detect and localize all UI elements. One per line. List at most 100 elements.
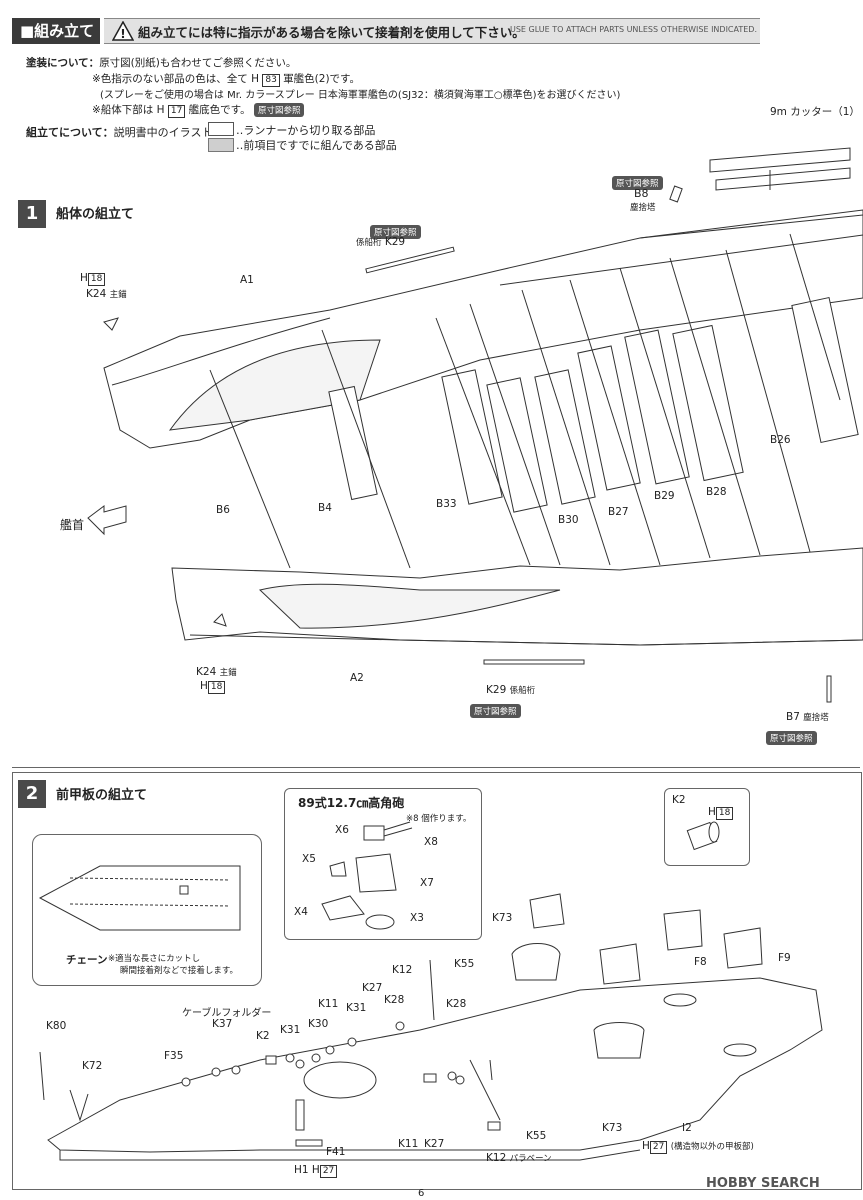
step1-frame	[12, 193, 860, 768]
painting-label: 塗装について：	[26, 57, 100, 69]
painting-line2-pre: ※色指示のない部品の色は、全て H	[92, 73, 260, 85]
label-k55a: K55	[454, 958, 475, 970]
label-b29: B29	[654, 490, 675, 502]
painting-line4-post: 艦底色です。	[188, 104, 251, 116]
label-f8: F8	[694, 956, 707, 968]
section-title: ■組み立て	[12, 18, 100, 44]
painting-line2-post: 軍艦色(2)です。	[283, 73, 360, 85]
label-b26: B26	[770, 434, 791, 446]
gun-title: 89式12.7㎝高角砲	[298, 796, 405, 810]
color-code-17: 17	[167, 105, 186, 118]
painting-line1: 塗装について：原寸図(別紙)も合わせてご参照ください。	[26, 55, 296, 70]
step2-number: 2	[18, 780, 46, 808]
watermark-logo: HOBBY SEARCH	[706, 1176, 820, 1191]
label-f41: F41	[326, 1146, 346, 1158]
chain-note2: 瞬間接着剤などで接着します。	[120, 966, 238, 976]
warning-banner	[104, 18, 760, 44]
label-k31b: K31	[280, 1024, 301, 1036]
label-k73a: K73	[492, 912, 513, 924]
label-k55b: K55	[526, 1130, 547, 1142]
label-k28b: K28	[446, 998, 467, 1010]
label-k30: K30	[308, 1018, 329, 1030]
legend-item2: ‥前項目ですでに組んである部品	[236, 139, 397, 152]
assembly-legend: 組立てについて：説明書中のイラスト	[26, 124, 212, 140]
painting-text1: 原寸図(別紙)も合わせてご参照ください。	[99, 57, 297, 69]
gun-note: ※8 個作ります。	[406, 814, 472, 824]
label-b28: B28	[706, 486, 727, 498]
label-f35: F35	[164, 1050, 184, 1062]
label-k29: 係船桁 K29	[356, 236, 406, 248]
svg-text:!: !	[120, 27, 125, 41]
step1-number: 1	[18, 200, 46, 228]
page-number: 6	[418, 1188, 425, 1199]
label-k37: K37	[212, 1018, 233, 1030]
label-x8: X8	[424, 836, 438, 848]
label-k24a: K24 主錨	[86, 288, 127, 300]
step1-title: 船体の組立て	[56, 207, 135, 222]
label-k27a: K27	[362, 982, 383, 994]
assembly-legend-label: 組立てについて：	[26, 126, 114, 139]
label-bow: 艦首	[60, 518, 85, 532]
label-f9: F9	[778, 952, 791, 964]
label-b27: B27	[608, 506, 629, 518]
painting-line4-pre: ※船体下部は H	[92, 104, 165, 116]
painting-line4: ※船体下部は H 17 艦底色です。 原寸図参照	[92, 102, 305, 118]
label-k31a: K31	[346, 1002, 367, 1014]
cutter-note: 9m カッター（1）	[770, 106, 860, 118]
k29b-ref-badge: 原寸図参照	[470, 699, 521, 718]
chain-label: チェーン	[66, 954, 108, 966]
label-k27b: K27	[424, 1138, 445, 1150]
step2-frame	[12, 772, 862, 1190]
label-b8: B8	[634, 187, 649, 200]
label-b33: B33	[436, 498, 457, 510]
chain-note1: ※適当な長さにカットし	[108, 954, 201, 964]
label-k28a: K28	[384, 994, 405, 1006]
legend-item1: ‥ランナーから切り取る部品	[236, 124, 376, 137]
label-k72: K72	[82, 1060, 103, 1072]
label-a2: A2	[350, 672, 364, 684]
legend-swatch-gray	[208, 138, 234, 152]
warning-text-jp: 組み立てには特に指示がある場合を除いて接着剤を使用して下さい。	[138, 25, 525, 40]
label-i2: I2	[682, 1122, 692, 1134]
label-x7: X7	[420, 877, 434, 889]
label-k12b: K12 パラベーン	[486, 1152, 552, 1164]
gun-inset	[284, 788, 482, 940]
warning-text-en: USE GLUE TO ATTACH PARTS UNLESS OTHERWIS…	[510, 25, 758, 34]
label-k11b: K11	[398, 1138, 419, 1150]
label-b30: B30	[558, 514, 579, 526]
legend-swatch-white	[208, 122, 234, 136]
k2-inset	[664, 788, 750, 866]
label-k12a: K12	[392, 964, 413, 976]
label-b6: B6	[216, 504, 230, 516]
b8-ref-badge: 原寸図参照	[612, 171, 663, 190]
label-x3: X3	[410, 912, 424, 924]
painting-line2: ※色指示のない部品の色は、全て H 83 軍艦色(2)です。	[92, 71, 360, 87]
b7-ref-badge: 原寸図参照	[766, 726, 817, 745]
step2-title: 前甲板の組立て	[56, 788, 148, 803]
label-x5: X5	[302, 853, 316, 865]
label-b7: B7 塵捨塔	[786, 711, 829, 723]
warning-icon: !	[112, 21, 134, 41]
label-x4: X4	[294, 906, 308, 918]
label-b4: B4	[318, 502, 332, 514]
label-k2: K2	[256, 1030, 270, 1042]
label-k24b: K24 主錨	[196, 666, 237, 678]
assembly-legend-text: 説明書中のイラスト	[113, 126, 213, 139]
header-bar: ■組み立て ! 組み立てには特に指示がある場合を除いて接着剤を使用して下さい。 …	[0, 18, 760, 44]
label-cable-folder: ケーブルフォルダー	[182, 1008, 272, 1019]
label-k11a: K11	[318, 998, 339, 1010]
label-b8-sub: 塵捨塔	[630, 203, 656, 213]
label-k29b: K29 係船桁	[486, 684, 536, 696]
label-a1: A1	[240, 274, 254, 286]
label-x6: X6	[335, 824, 349, 836]
label-k80: K80	[46, 1020, 67, 1032]
painting-line3: (スプレーをご使用の場合は Mr. カラースプレー 日本海軍軍艦色の(SJ32：…	[100, 90, 621, 101]
ref-badge: 原寸図参照	[253, 103, 305, 117]
label-k73b: K73	[602, 1122, 623, 1134]
k2-inset-label: K2	[672, 794, 686, 806]
